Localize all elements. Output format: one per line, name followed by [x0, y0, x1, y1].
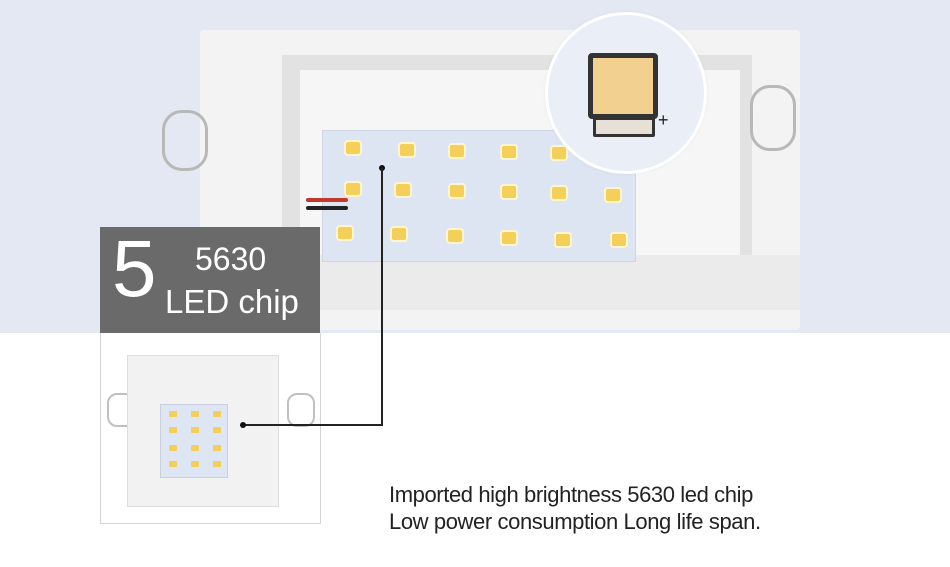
zoom-chip-lens	[588, 53, 658, 119]
thumb-chip	[191, 461, 199, 467]
led-chip	[502, 146, 516, 158]
thumb-spring-right	[287, 393, 315, 427]
led-chip	[606, 189, 620, 201]
led-chip	[556, 234, 570, 246]
led-chip	[392, 228, 406, 240]
plus-terminal-icon: +	[658, 110, 669, 130]
led-chip	[450, 145, 464, 157]
thumb-chip	[191, 445, 199, 451]
led-chip	[396, 184, 410, 196]
led-chip-zoom-icon: +	[548, 15, 704, 171]
thumb-chip	[191, 411, 199, 417]
thumb-chip	[169, 445, 177, 451]
led-chip	[552, 147, 566, 159]
thumb-chip	[213, 445, 221, 451]
downlight-frame-bottom	[230, 255, 800, 310]
thumb-chip	[169, 427, 177, 433]
red-wire	[306, 198, 348, 202]
feature-number: 5	[112, 224, 157, 313]
led-chip	[502, 186, 516, 198]
thumb-chip	[213, 427, 221, 433]
spring-clip-left	[162, 110, 208, 171]
led-chip	[338, 227, 352, 239]
led-chip	[612, 234, 626, 246]
callout-line-horizontal	[244, 424, 383, 426]
hero-product-photo: +	[0, 0, 950, 333]
thumb-chip	[213, 461, 221, 467]
feature-label: 5 5630 LED chip	[100, 224, 320, 333]
chip-name: LED chip	[165, 283, 299, 320]
spring-clip-right	[750, 85, 796, 151]
led-chip	[346, 183, 360, 195]
led-chip	[346, 142, 360, 154]
chip-model: 5630	[195, 241, 267, 277]
product-thumbnail	[100, 333, 321, 524]
black-wire	[306, 206, 348, 210]
led-chip	[502, 232, 516, 244]
description-line-1: Imported high brightness 5630 led chip	[389, 482, 753, 507]
feature-description: Imported high brightness 5630 led chip L…	[389, 481, 761, 535]
thumb-chip	[213, 411, 221, 417]
led-chip	[450, 185, 464, 197]
led-chip	[400, 144, 414, 156]
led-chip	[448, 230, 462, 242]
thumb-board	[160, 404, 228, 478]
thumb-chip	[191, 427, 199, 433]
led-chip	[552, 187, 566, 199]
thumb-chip	[169, 461, 177, 467]
description-line-2: Low power consumption Long life span.	[389, 509, 761, 534]
callout-dot-bottom	[240, 422, 246, 428]
thumb-chip	[169, 411, 177, 417]
zoom-chip-base	[593, 117, 655, 137]
thumb-frame	[127, 355, 279, 507]
callout-line-vertical	[381, 168, 383, 425]
